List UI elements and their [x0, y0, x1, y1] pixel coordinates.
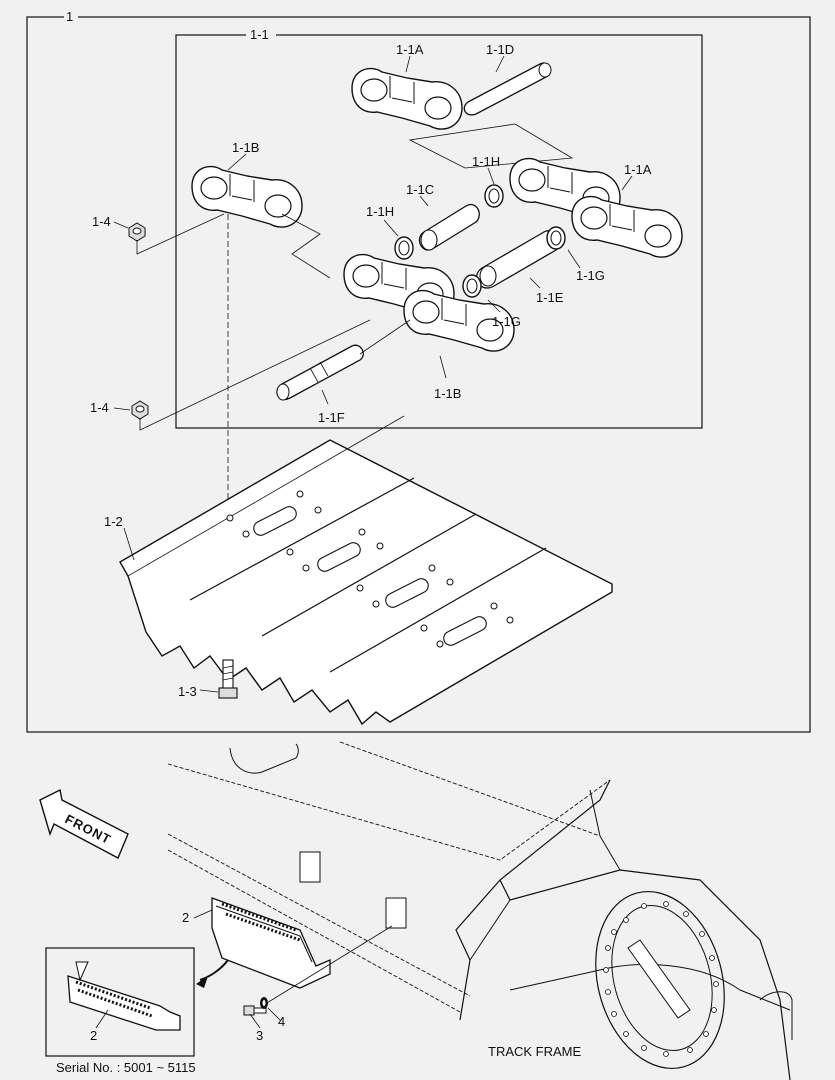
pin-1-1d — [463, 62, 552, 116]
label-1-1e: 1-1E — [536, 290, 564, 305]
seal-1-1h-left — [394, 236, 414, 260]
inset-box — [45, 947, 195, 1057]
link-1-1b-top — [191, 165, 303, 228]
pin-1-1f — [276, 344, 364, 401]
label-1-1h-top: 1-1H — [472, 154, 500, 169]
step-2-main — [196, 897, 393, 1007]
bushing-1-1c — [418, 203, 480, 251]
link-1-1a-right-2 — [571, 195, 683, 258]
label-1-1a-right: 1-1A — [624, 162, 652, 177]
bolt-1-3 — [218, 659, 238, 699]
label-1-1a-top: 1-1A — [396, 42, 424, 57]
label-1-1b-top: 1-1B — [232, 140, 259, 155]
label-1-1d: 1-1D — [486, 42, 514, 57]
label-1-1b-bottom: 1-1B — [434, 386, 461, 401]
seal-1-1g-right — [546, 226, 566, 250]
track-shoe-1-2 — [119, 415, 613, 726]
label-1-1h-left: 1-1H — [366, 204, 394, 219]
seal-1-1g-mid — [462, 274, 482, 298]
front-arrow: FRONT — [39, 788, 129, 859]
label-2-main: 2 — [182, 910, 189, 925]
label-1-1f: 1-1F — [318, 410, 345, 425]
track-frame — [167, 741, 793, 1080]
assembly-frame: 1 1-1 — [26, 9, 811, 733]
nut-1-4-lower — [131, 400, 149, 420]
label-4: 4 — [278, 1014, 285, 1029]
label-2-inset: 2 — [90, 1028, 97, 1043]
seal-1-1h-top — [484, 184, 504, 208]
label-3: 3 — [256, 1028, 263, 1043]
label-1-1g-mid: 1-1G — [492, 314, 521, 329]
label-assembly: 1 — [66, 9, 73, 24]
label-1-1g-right: 1-1G — [576, 268, 605, 283]
track-chain — [128, 62, 683, 660]
link-1-1a-top — [351, 67, 463, 130]
leader-lines — [95, 55, 633, 1029]
serial-number: Serial No. : 5001 ~ 5115 — [56, 1060, 196, 1075]
washer-4 — [260, 997, 268, 1009]
label-1-3: 1-3 — [178, 684, 197, 699]
label-1-2: 1-2 — [104, 514, 123, 529]
track-frame-label: TRACK FRAME — [488, 1044, 582, 1059]
label-1-4-upper: 1-4 — [92, 214, 111, 229]
label-1-1c: 1-1C — [406, 182, 434, 197]
label-1-4-lower: 1-4 — [90, 400, 109, 415]
nut-1-4-upper — [128, 222, 146, 242]
bolt-3 — [243, 1005, 267, 1016]
label-subassembly: 1-1 — [250, 27, 269, 42]
